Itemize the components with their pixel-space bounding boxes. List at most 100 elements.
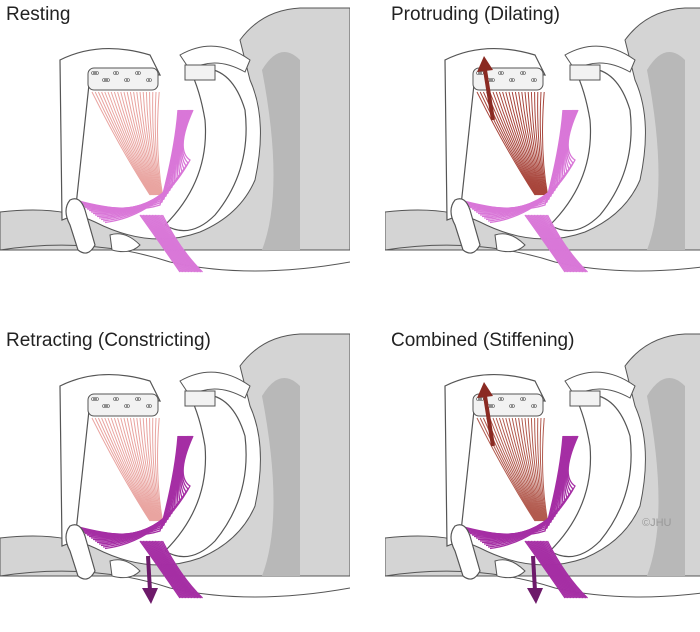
muscle-fiber xyxy=(129,91,158,196)
muscle-fiber xyxy=(542,417,549,522)
bone-pore xyxy=(124,78,128,82)
bone-pore xyxy=(491,78,495,82)
hyoid-bone xyxy=(450,198,481,254)
lower-white xyxy=(0,252,350,306)
bone-pore xyxy=(500,397,504,401)
muscle-fiber xyxy=(149,91,162,196)
muscle-fiber xyxy=(511,91,543,196)
vertebra-outline xyxy=(569,390,601,407)
bone-pore xyxy=(91,397,95,401)
hyoid-body xyxy=(494,559,526,579)
muscle-fiber xyxy=(101,91,153,196)
lower-muscle-bundle xyxy=(459,109,588,273)
muscle-fiber xyxy=(154,417,163,522)
muscle-fiber xyxy=(104,109,194,224)
bone-cross-section xyxy=(87,393,159,417)
muscle-fiber xyxy=(104,91,153,196)
bone-pore xyxy=(148,404,152,408)
muscle-fiber xyxy=(152,540,194,599)
muscle-fiber xyxy=(537,91,547,196)
muscle-fiber xyxy=(530,540,572,599)
vertebra-outline xyxy=(569,64,601,81)
shadow-shape xyxy=(647,52,685,250)
muscle-fiber xyxy=(152,91,162,196)
muscle-fiber xyxy=(161,214,203,273)
bone-pore xyxy=(104,78,108,82)
muscle-fiber xyxy=(94,91,152,196)
muscle-fiber xyxy=(508,91,542,196)
muscle-fiber xyxy=(149,417,162,522)
muscle-fiber xyxy=(489,109,579,224)
arrow-head-up-icon xyxy=(477,56,493,72)
bone-pore xyxy=(137,71,141,75)
muscle-fiber xyxy=(160,214,202,273)
muscle-fiber xyxy=(133,417,159,522)
muscle-fiber xyxy=(479,91,537,196)
lower-white xyxy=(385,578,700,632)
retraction-arrow xyxy=(146,555,152,592)
muscle-fiber xyxy=(145,214,187,273)
illustration-combined xyxy=(385,333,700,632)
muscle-fiber xyxy=(534,91,547,196)
lower-contour xyxy=(0,244,350,272)
retraction-arrow xyxy=(531,555,537,592)
muscle-fiber xyxy=(531,540,574,599)
bone-pore xyxy=(126,404,130,408)
muscle-fiber xyxy=(97,91,152,196)
muscle-fiber xyxy=(160,540,202,599)
arrow-head-up-icon xyxy=(477,382,493,398)
muscle-fiber xyxy=(545,214,587,273)
bone-pore xyxy=(511,78,515,82)
bone-pore xyxy=(113,397,117,401)
panel-retracting: Retracting (Constricting) xyxy=(0,326,350,632)
muscle-fiber xyxy=(540,214,582,273)
bone-pore xyxy=(489,78,493,82)
bone-pore xyxy=(489,404,493,408)
bone-pore xyxy=(491,404,495,408)
panel-combined: Combined (Stiffening) xyxy=(385,326,700,632)
muscle-fiber xyxy=(143,540,186,599)
bone-pore xyxy=(533,78,537,82)
muscle-fiber xyxy=(546,214,588,273)
bone-pore xyxy=(102,78,106,82)
muscle-fiber xyxy=(518,91,544,196)
muscle-fiber xyxy=(505,417,541,522)
bone-pore xyxy=(533,404,537,408)
muscle-fiber xyxy=(91,417,151,522)
bone-pore xyxy=(104,404,108,408)
muscle-fiber xyxy=(161,540,203,599)
bone-pore xyxy=(113,71,117,75)
bone-pore xyxy=(148,78,152,82)
muscle-fiber xyxy=(511,417,543,522)
panel-resting: Resting xyxy=(0,0,350,306)
muscle-fiber xyxy=(530,214,572,273)
muscle-fiber xyxy=(139,91,160,196)
muscle-fiber xyxy=(158,214,200,273)
illustration-retracting xyxy=(0,333,350,632)
bone-pore xyxy=(522,397,526,401)
muscle-fiber xyxy=(101,417,153,522)
muscle-fiber xyxy=(140,540,183,599)
muscle-fiber xyxy=(157,417,164,522)
muscle-fiber xyxy=(154,214,196,273)
muscle-fiber xyxy=(136,417,159,522)
muscle-fiber xyxy=(534,540,576,599)
illustration-resting xyxy=(0,7,350,306)
muscle-fiber xyxy=(152,417,162,522)
muscle-fiber xyxy=(534,417,547,522)
muscle-fiber xyxy=(489,417,538,522)
muscle-fiber xyxy=(107,91,154,196)
muscle-fiber xyxy=(151,540,193,599)
pharynx-wall xyxy=(164,67,247,232)
muscle-fiber xyxy=(489,435,579,550)
panel-title: Retracting (Constricting) xyxy=(6,330,211,351)
muscle-fiber xyxy=(157,540,199,599)
muscle-fiber xyxy=(97,417,152,522)
bone-pore xyxy=(93,71,97,75)
muscle-fiber xyxy=(142,540,184,599)
panel-title: Resting xyxy=(6,4,71,25)
muscle-fiber xyxy=(518,417,544,522)
muscle-fiber xyxy=(508,417,542,522)
muscle-fiber xyxy=(525,540,568,599)
bone-pore xyxy=(91,71,95,75)
